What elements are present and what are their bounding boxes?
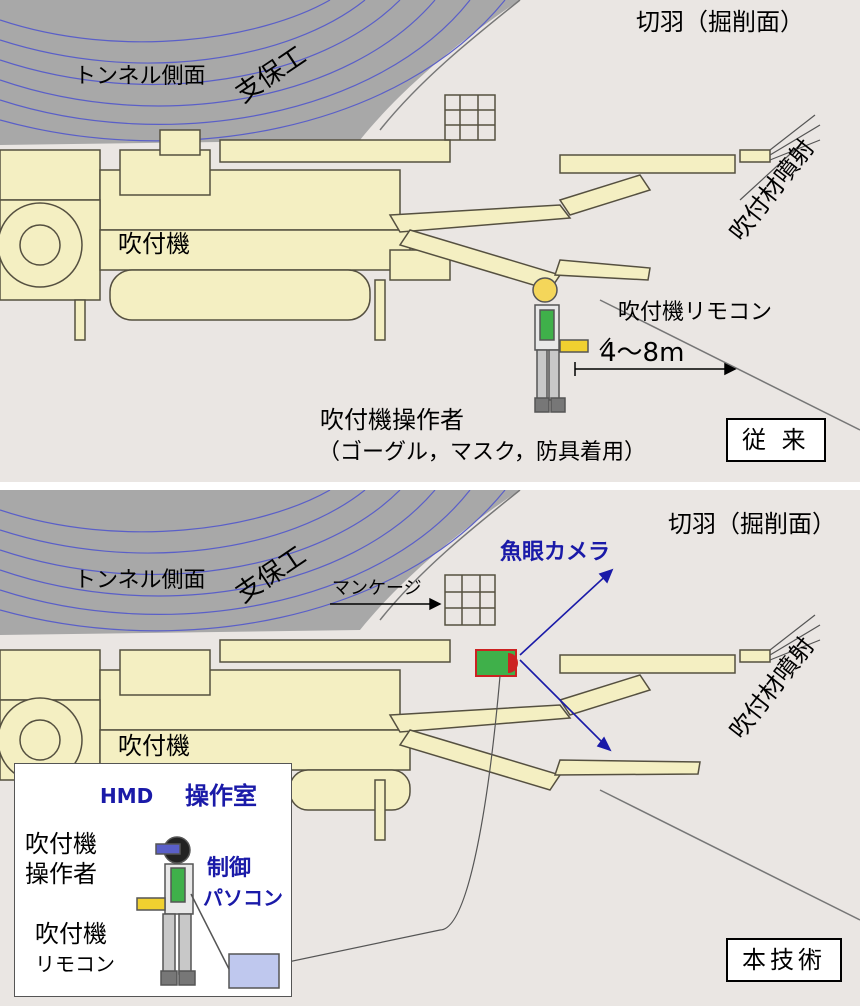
pc-line1: 制御 <box>207 856 252 881</box>
room-label: 操作室 <box>185 782 257 810</box>
fisheye-camera-label: 魚眼カメラ <box>500 540 611 565</box>
operator-line1: 吹付機 <box>25 830 97 858</box>
operator-line2: 操作者 <box>25 860 97 888</box>
hmd-label: HMD <box>100 784 154 808</box>
mancage-label: マンケージ <box>332 578 422 599</box>
machine-label: 吹付機 <box>118 732 190 760</box>
pc-line2: パソコン <box>203 886 283 910</box>
remote-line2: リモコン <box>35 952 115 976</box>
conventional-method-panel: 切羽（掘削面） トンネル側面 支保工 吹付材噴射 吹付機 吹付機リモコン 4～8… <box>0 0 860 482</box>
remote-line1: 吹付機 <box>35 920 107 948</box>
new-technology-panel: 切羽（掘削面） トンネル側面 支保工 吹付材噴射 吹付機 魚眼カメラ マンケージ… <box>0 490 860 1006</box>
distance-label: 4～8m <box>600 338 685 368</box>
operator-note: （ゴーグル，マスク，防具着用） <box>318 440 647 465</box>
remote-operator-figure <box>136 836 280 989</box>
face-label: 切羽（掘削面） <box>668 510 836 538</box>
face-label: 切羽（掘削面） <box>636 8 804 36</box>
method-label-new: 本技術 <box>726 938 842 982</box>
tunnel-side-label: トンネル側面 <box>74 64 206 89</box>
remote-label: 吹付機リモコン <box>618 300 773 325</box>
operation-room: HMD 操作室 吹付機 操作者 制御 パソコン 吹付機 リモコン <box>14 763 292 997</box>
tunnel-side-label: トンネル側面 <box>74 568 206 593</box>
machine-label: 吹付機 <box>118 230 190 258</box>
conventional-illustration <box>0 0 860 431</box>
method-label-conventional: 従 来 <box>726 418 826 462</box>
operator-label: 吹付機操作者 <box>320 406 464 434</box>
